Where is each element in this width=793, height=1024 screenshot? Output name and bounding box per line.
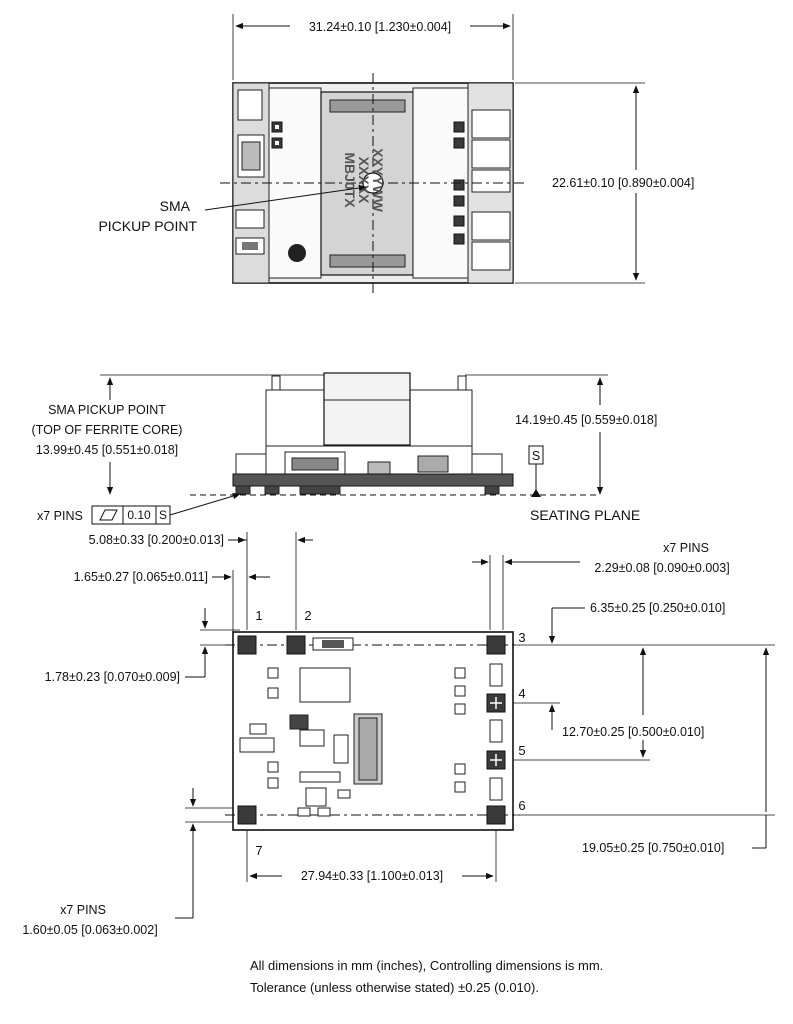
flatness-datum: S [159,508,167,522]
side-view: SMA PICKUP POINT (TOP OF FERRITE CORE) 1… [32,372,657,525]
dim-pad-width: 2.29±0.08 [0.090±0.003] [594,561,729,575]
note-line-1: All dimensions in mm (inches), Controlli… [250,958,604,973]
pin-number-7: 7 [255,843,262,858]
marking-line1: MBJ0TX [342,152,358,208]
ferrite-core-side [323,372,411,446]
pickup-label-line1: SMA [160,198,191,214]
dim-pitch-36: 19.05±0.25 [0.750±0.010] [582,841,724,855]
pin-number-3: 3 [518,630,525,645]
marking-line2: XXXXX [356,157,372,204]
top-height-dimension: 22.61±0.10 [0.890±0.004] [552,176,694,190]
pin-number-4: 4 [518,686,525,701]
dim-pitch-35: 12.70±0.25 [0.500±0.010] [562,725,704,739]
pin-7-pad [237,805,257,825]
pin-number-5: 5 [518,743,525,758]
pin-number-2: 2 [304,608,311,623]
bottom-view: 5.08±0.33 [0.200±0.013] 1.65±0.27 [0.065… [22,532,775,937]
pin-1-pad [237,635,257,655]
pin-3-pad [486,635,506,655]
pin-6-pad [486,805,506,825]
flatness-icon [99,509,118,521]
dim-row-span: 27.94±0.33 [1.100±0.013] [301,869,443,883]
pins-label-top: x7 PINS [663,541,709,555]
base-board [232,473,514,487]
marking-line3: XXYYWW [370,148,386,213]
side-pickup-title-line1: SMA PICKUP POINT [48,403,166,417]
seating-plane-label: SEATING PLANE [530,507,640,523]
pin-2-pad [286,635,306,655]
dim-pin-pitch-12: 5.08±0.33 [0.200±0.013] [89,533,224,547]
side-pins-label: x7 PINS [37,509,83,523]
dim-pad-height: 1.60±0.05 [0.063±0.002] [22,923,157,937]
polarity-dot [288,244,306,262]
dim-pin1-offset: 1.65±0.27 [0.065±0.011] [74,570,208,584]
dim-pad-row: 1.78±0.23 [0.070±0.009] [45,670,180,684]
pickup-point-marker [362,172,384,194]
side-pickup-title-line2: (TOP OF FERRITE CORE) [32,423,183,437]
top-width-dimension: 31.24±0.10 [1.230±0.004] [309,20,451,34]
top-view: 31.24±0.10 [1.230±0.004] 22.61±0.10 [0.8… [98,14,694,294]
side-height-dimension: 14.19±0.45 [0.559±0.018] [515,413,657,427]
pin-number-1: 1 [255,608,262,623]
note-line-2: Tolerance (unless otherwise stated) ±0.2… [250,980,539,995]
side-pickup-dimension: 13.99±0.45 [0.551±0.018] [36,443,178,457]
pin-number-6: 6 [518,798,525,813]
flatness-value: 0.10 [127,508,151,522]
datum-s-label: S [532,449,540,463]
pickup-label-line2: PICKUP POINT [98,218,197,234]
pins-label-bottom: x7 PINS [60,903,106,917]
dim-pitch-34: 6.35±0.25 [0.250±0.010] [590,601,725,615]
